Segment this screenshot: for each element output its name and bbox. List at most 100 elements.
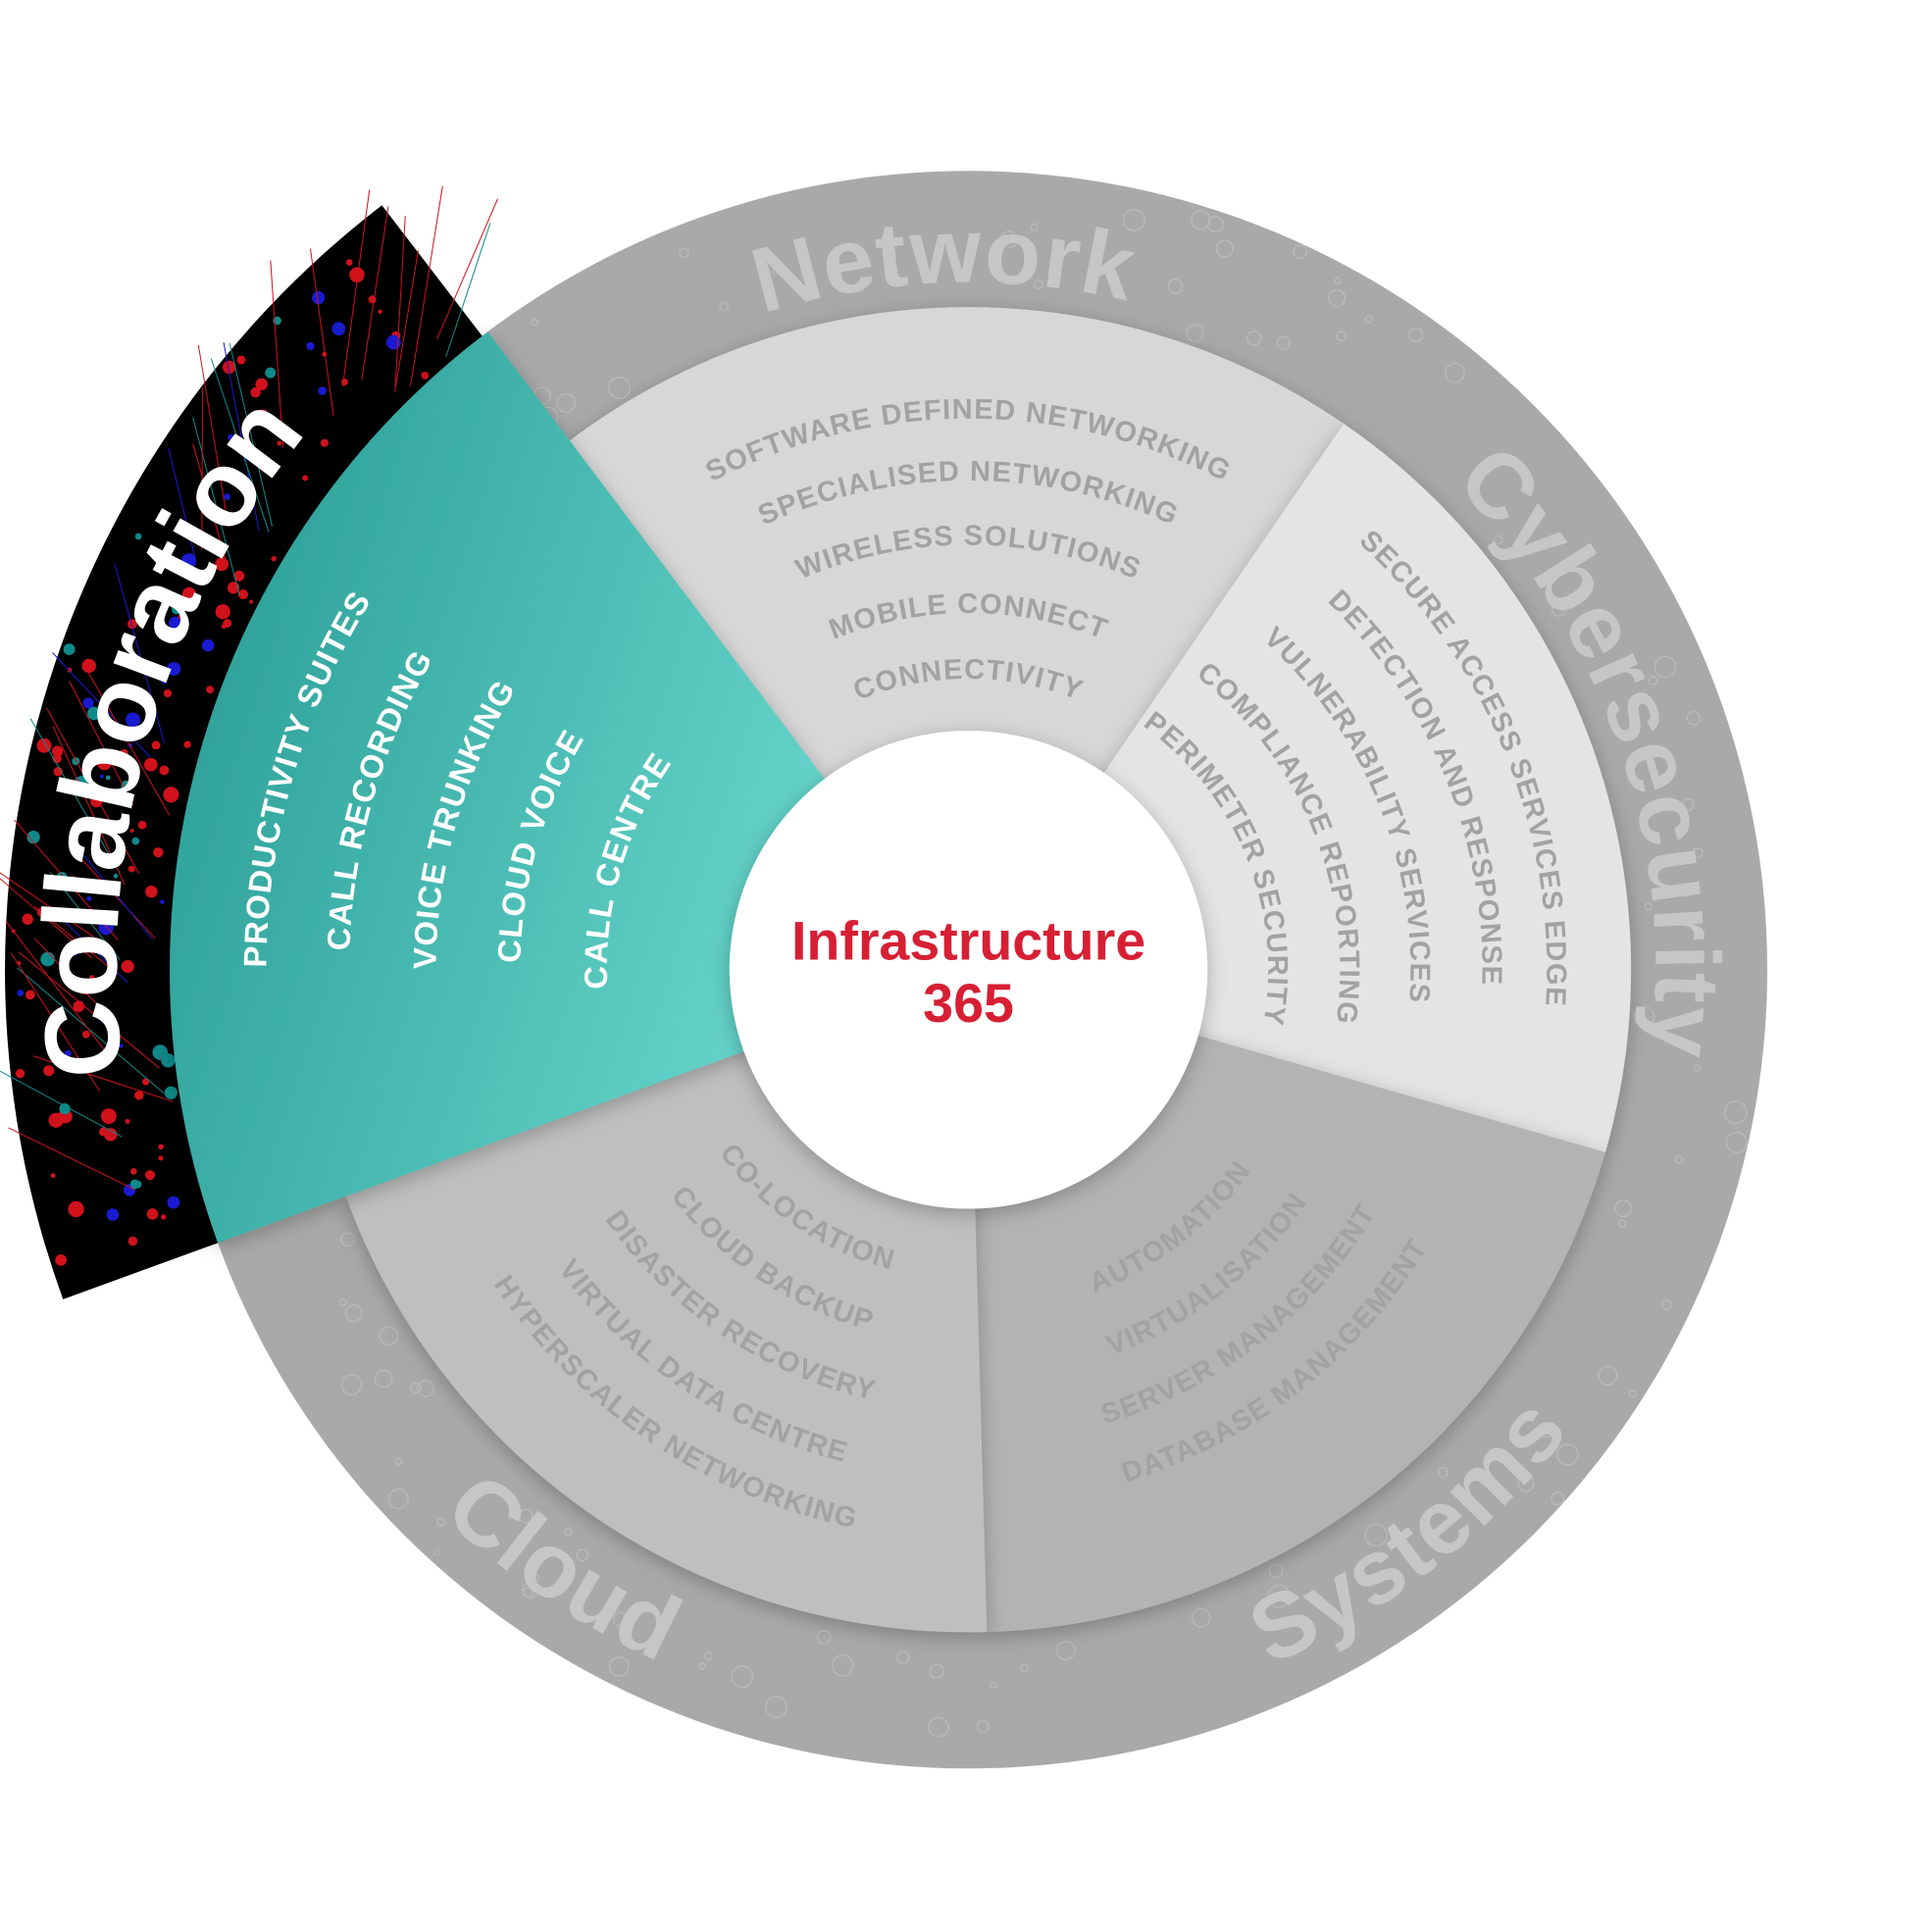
band-dot <box>133 1180 142 1189</box>
segment-cybersecurity[interactable] <box>1073 424 1632 1153</box>
ring-dot <box>1648 676 1658 686</box>
band-dot <box>161 1214 167 1220</box>
band-dot <box>119 1043 124 1048</box>
band-line <box>410 185 443 386</box>
band-dot <box>206 686 214 694</box>
band-dot <box>110 724 116 730</box>
band-dot <box>125 1118 130 1125</box>
ring-dot <box>608 376 632 400</box>
band-dot <box>158 1144 164 1150</box>
band-dot <box>161 1053 176 1068</box>
ring-dot <box>929 1663 944 1679</box>
ring-dot <box>564 1527 573 1537</box>
band-line <box>445 223 491 358</box>
band-dot <box>106 949 115 958</box>
band-dot <box>302 475 309 482</box>
ring-dot <box>1334 277 1343 285</box>
ring-dot <box>1517 1475 1535 1493</box>
band-dot <box>127 1236 138 1246</box>
ring-dot <box>1644 902 1653 911</box>
band-dot <box>171 604 181 615</box>
ring-dot <box>1268 1563 1284 1579</box>
band-line <box>29 718 121 874</box>
band-dot <box>201 638 215 652</box>
band-dot <box>181 586 197 602</box>
band-dot <box>145 885 158 898</box>
band-line <box>341 189 371 387</box>
band-line <box>50 907 128 984</box>
band-line <box>46 707 140 875</box>
band-dot <box>257 409 269 420</box>
band-dot <box>82 697 94 709</box>
band-dot <box>340 379 348 385</box>
band-dot <box>121 780 132 791</box>
ring-dot <box>612 1611 629 1628</box>
band-line <box>210 358 270 533</box>
band-dot <box>161 678 167 685</box>
band-dot <box>228 433 234 441</box>
ring-dot <box>719 301 730 312</box>
ring-dot <box>1364 1523 1389 1548</box>
band-dot <box>368 295 377 304</box>
ring-dot <box>668 1608 676 1616</box>
ring-dot <box>1633 1005 1655 1028</box>
band-dot <box>99 1011 112 1024</box>
ring-dot <box>417 1379 434 1398</box>
band-dot <box>130 656 136 662</box>
band-line <box>75 844 153 941</box>
segment-collaboration[interactable] <box>170 331 894 1244</box>
ring-dot <box>1614 1199 1633 1218</box>
collaboration-band[interactable] <box>5 205 486 1299</box>
ring-dot <box>928 1716 949 1738</box>
band-dot <box>72 950 78 956</box>
band-dot <box>385 334 401 350</box>
ring-dot <box>608 1655 630 1677</box>
ring-dot <box>338 1297 347 1307</box>
band-dot <box>142 1078 150 1086</box>
band-dot <box>236 355 246 365</box>
band-dot <box>167 661 181 676</box>
band-line <box>69 681 134 806</box>
ring-dot <box>513 1538 527 1551</box>
ring-dot <box>1246 330 1262 346</box>
band-dot <box>127 619 137 630</box>
band-dot <box>141 691 147 698</box>
segment-cloud[interactable] <box>345 1033 988 1633</box>
band-dot <box>120 748 128 758</box>
band-line <box>14 819 119 941</box>
band-line <box>395 250 419 387</box>
band-line <box>34 905 119 975</box>
band-dot <box>129 829 134 833</box>
band-dot <box>178 614 183 620</box>
band-dot <box>89 975 95 981</box>
band-dot <box>87 706 101 721</box>
band-dot <box>134 1091 144 1100</box>
ring-dot <box>1653 655 1677 679</box>
band-dot <box>70 876 76 882</box>
band-dot <box>55 1254 67 1266</box>
ring-dot <box>1186 324 1204 342</box>
band-line <box>34 938 121 1029</box>
band-dot <box>53 766 63 777</box>
band-line <box>0 878 93 959</box>
band-dot <box>59 1103 71 1115</box>
band-dot <box>271 555 277 562</box>
ring-dot <box>1556 1443 1579 1466</box>
band-line <box>52 652 152 759</box>
ring-dot <box>999 230 1018 249</box>
band-dot <box>221 624 227 630</box>
band-dot <box>144 1170 156 1181</box>
segment-network[interactable] <box>566 307 1345 823</box>
band-dot <box>349 267 365 282</box>
center-number: 365 <box>923 973 1014 1034</box>
band-dot <box>265 367 277 379</box>
ring-dot <box>344 1304 363 1323</box>
band-dot <box>195 495 204 503</box>
ring-dot <box>1030 223 1039 231</box>
band-dot <box>105 775 111 781</box>
center-title: Infrastructure <box>791 911 1145 972</box>
band-dot <box>255 378 268 391</box>
ring-dot <box>1598 1365 1618 1386</box>
band-dot <box>163 787 179 803</box>
segment-systems[interactable] <box>973 1021 1605 1633</box>
